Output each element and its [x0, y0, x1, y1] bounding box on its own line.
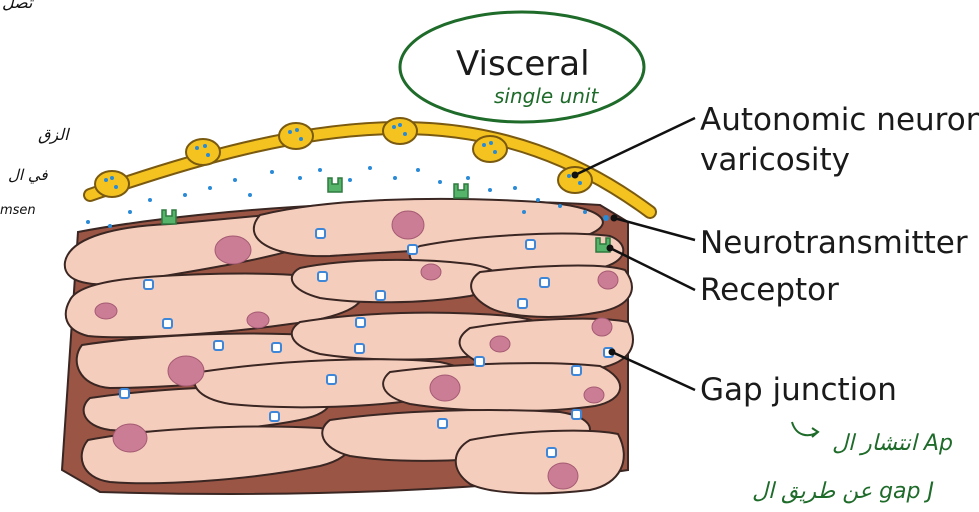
gap-junction-icon	[327, 375, 336, 384]
annotation-bottom-right-2: عن طريق ال gap J	[752, 479, 934, 504]
varicosity-icon	[95, 171, 129, 197]
gap-junction-icon	[572, 366, 581, 375]
nucleus	[584, 387, 604, 403]
receptor-icon	[454, 184, 468, 198]
nucleus	[392, 211, 424, 239]
nucleus	[113, 424, 147, 452]
nucleus	[598, 271, 618, 289]
nucleus	[548, 463, 578, 489]
gap-junction-icon	[270, 412, 279, 421]
varicosity-icon	[558, 167, 592, 193]
label-receptor: Receptor	[700, 272, 839, 308]
annotation-bottom-right-1: انتشار ال Ap	[832, 431, 953, 456]
handwritten-arrow	[792, 422, 818, 437]
muscle-cell	[456, 431, 624, 494]
gap-junction-icon	[572, 410, 581, 419]
nucleus	[247, 312, 269, 328]
nucleus	[430, 375, 460, 401]
varicosity-icon	[279, 123, 313, 149]
label-autonomic-neuron: Autonomic neuron	[700, 102, 979, 138]
gap-junction-icon	[518, 299, 527, 308]
annotation-top-left: تصل	[2, 0, 34, 12]
label-varicosity: varicosity	[700, 142, 850, 178]
gap-junction-icon	[163, 319, 172, 328]
gap-junction-icon	[355, 344, 364, 353]
title-visceral: Visceral	[456, 44, 590, 84]
autonomic-neuron	[90, 118, 650, 212]
nucleus	[421, 264, 441, 280]
gap-junction-icon	[144, 280, 153, 289]
annotation-left-3: msen	[0, 203, 36, 218]
gap-junction-icon	[214, 341, 223, 350]
gap-junction-icon	[376, 291, 385, 300]
varicosity-icon	[473, 136, 507, 162]
gap-junction-icon	[408, 245, 417, 254]
varicosity-icon	[186, 139, 220, 165]
gap-junction-icon	[475, 357, 484, 366]
muscle-cell	[383, 363, 620, 411]
gap-junction-icon	[272, 343, 281, 352]
label-gap-junction: Gap junction	[700, 372, 897, 408]
nucleus	[490, 336, 510, 352]
nucleus	[215, 236, 251, 264]
gap-junction-icon	[526, 240, 535, 249]
annotation-left-1: الزق	[38, 125, 70, 144]
receptor-icon	[328, 178, 342, 192]
nucleus	[168, 356, 204, 386]
nucleus	[95, 303, 117, 319]
gap-junction-icon	[356, 318, 365, 327]
gap-junction-icon	[540, 278, 549, 287]
receptor-icon	[162, 210, 176, 224]
nucleus	[592, 318, 612, 336]
gap-junction-icon	[438, 419, 447, 428]
handwritten-single-unit: single unit	[494, 84, 599, 108]
gap-junction-icon	[547, 448, 556, 457]
varicosity-icon	[383, 118, 417, 144]
gap-junction-icon	[316, 229, 325, 238]
annotation-left-2: في ال	[8, 166, 48, 184]
leader-line-varicosity	[575, 118, 695, 175]
gap-junction-icon	[120, 389, 129, 398]
label-neurotransmitter: Neurotransmitter	[700, 225, 968, 261]
gap-junction-icon	[318, 272, 327, 281]
